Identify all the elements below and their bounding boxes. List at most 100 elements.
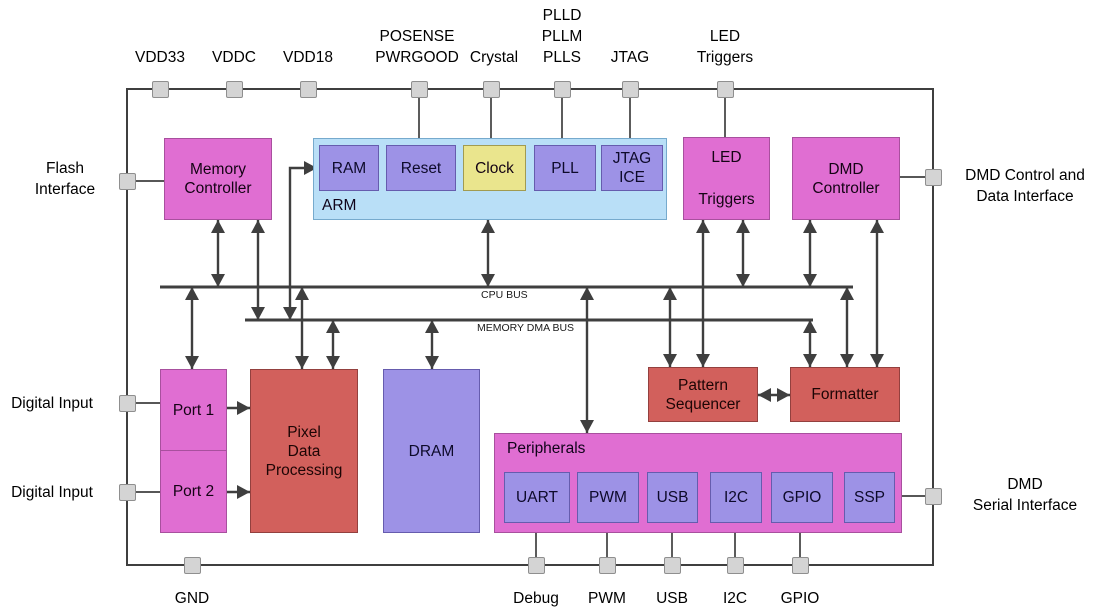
arrowhead <box>251 220 265 233</box>
arrowhead <box>663 287 677 300</box>
label-digital-input-2: Digital Input <box>11 484 93 501</box>
label-vddc: VDDC <box>212 49 256 66</box>
arrowhead <box>283 307 297 320</box>
arrowhead <box>481 220 495 233</box>
block-formatter: Formatter <box>790 367 900 422</box>
arrowhead <box>736 274 750 287</box>
label-usb: USB <box>656 590 688 607</box>
label-plld-pllm-plls: PLLD PLLM PLLS <box>541 7 583 66</box>
arrowhead <box>295 287 309 300</box>
arrowhead <box>803 220 817 233</box>
arrowhead <box>870 220 884 233</box>
pin-crystal <box>483 81 500 98</box>
block-usb: USB <box>647 472 698 523</box>
pin-i2c <box>727 557 744 574</box>
pin-digital-input-2 <box>119 484 136 501</box>
arrowhead <box>425 356 439 369</box>
label-memory-dma-bus: MEMORY DMA BUS <box>477 322 575 334</box>
block-i2c: I2C <box>710 472 762 523</box>
pin-dmd-control-data <box>925 169 942 186</box>
arrowhead <box>758 388 771 402</box>
arrowhead <box>696 354 710 367</box>
pin-usb <box>664 557 681 574</box>
block-pattern-sequencer: Pattern Sequencer <box>648 367 758 422</box>
block-pixel-data-processing: Pixel Data Processing <box>250 369 358 533</box>
pin-pwm <box>599 557 616 574</box>
block-ssp: SSP <box>844 472 895 523</box>
block-port2: Port 2 <box>160 450 227 533</box>
pin-dmd-serial <box>925 488 942 505</box>
arrowhead <box>237 401 250 415</box>
block-arm: ARM RAM Reset Clock PLL JTAG ICE <box>313 138 667 220</box>
pin-led-triggers <box>717 81 734 98</box>
arrowhead <box>295 356 309 369</box>
label-vdd33: VDD33 <box>135 49 185 66</box>
pin-gpio <box>792 557 809 574</box>
label-gpio: GPIO <box>780 590 820 607</box>
label-jtag: JTAG <box>610 49 650 66</box>
pin-posense-pwrgood <box>411 81 428 98</box>
block-uart: UART <box>504 472 570 523</box>
arrowhead <box>803 274 817 287</box>
block-pwm: PWM <box>577 472 639 523</box>
arrowhead <box>870 354 884 367</box>
arrowhead <box>185 356 199 369</box>
arrowhead <box>326 356 340 369</box>
label-vdd18: VDD18 <box>283 49 333 66</box>
arrowhead <box>803 320 817 333</box>
arrowhead <box>803 354 817 367</box>
pin-digital-input-1 <box>119 395 136 412</box>
label-dmd-serial-interface: DMD Serial Interface <box>972 476 1078 514</box>
arrowhead <box>425 320 439 333</box>
peripherals-label: Peripherals <box>507 440 586 457</box>
arrowhead <box>481 274 495 287</box>
pin-vdd18 <box>300 81 317 98</box>
arrowhead <box>777 388 790 402</box>
label-gnd: GND <box>174 590 210 607</box>
block-led-triggers: LED Triggers <box>683 137 770 220</box>
arm-label: ARM <box>322 197 357 214</box>
block-dmd-controller: DMD Controller <box>792 137 900 220</box>
pin-pll <box>554 81 571 98</box>
label-crystal: Crystal <box>469 49 519 66</box>
block-jtag-ice: JTAG ICE <box>601 145 663 191</box>
arrowhead <box>304 161 317 175</box>
label-led-triggers-pin: LED Triggers <box>696 28 754 66</box>
block-ram: RAM <box>319 145 379 191</box>
label-flash-interface: Flash Interface <box>34 160 96 198</box>
label-debug: Debug <box>513 590 559 607</box>
block-pll: PLL <box>534 145 596 191</box>
pin-jtag <box>622 81 639 98</box>
pin-vdd33 <box>152 81 169 98</box>
arrowhead <box>736 220 750 233</box>
arrowhead <box>696 220 710 233</box>
pin-gnd <box>184 557 201 574</box>
arrowhead <box>211 220 225 233</box>
arrowhead <box>840 354 854 367</box>
pin-vddc <box>226 81 243 98</box>
block-port1: Port 1 <box>160 369 227 450</box>
block-memory-controller: Memory Controller <box>164 138 272 220</box>
arrowhead <box>185 287 199 300</box>
arrowhead <box>251 307 265 320</box>
block-reset: Reset <box>386 145 456 191</box>
arrowhead <box>580 420 594 433</box>
pin-flash-interface <box>119 173 136 190</box>
block-peripherals: Peripherals UART PWM USB I2C GPIO SSP <box>494 433 902 533</box>
block-gpio: GPIO <box>771 472 833 523</box>
arrowhead <box>237 485 250 499</box>
label-digital-input-1: Digital Input <box>11 395 93 412</box>
arrowhead <box>211 274 225 287</box>
label-pwm: PWM <box>588 590 626 607</box>
label-i2c: I2C <box>722 590 748 607</box>
label-dmd-control-data-interface: DMD Control and Data Interface <box>965 167 1085 205</box>
block-dram: DRAM <box>383 369 480 533</box>
arrowhead <box>663 354 677 367</box>
block-clock: Clock <box>463 145 526 191</box>
arrowhead <box>326 320 340 333</box>
arrowhead <box>840 287 854 300</box>
arrowhead <box>580 287 594 300</box>
pin-debug <box>528 557 545 574</box>
